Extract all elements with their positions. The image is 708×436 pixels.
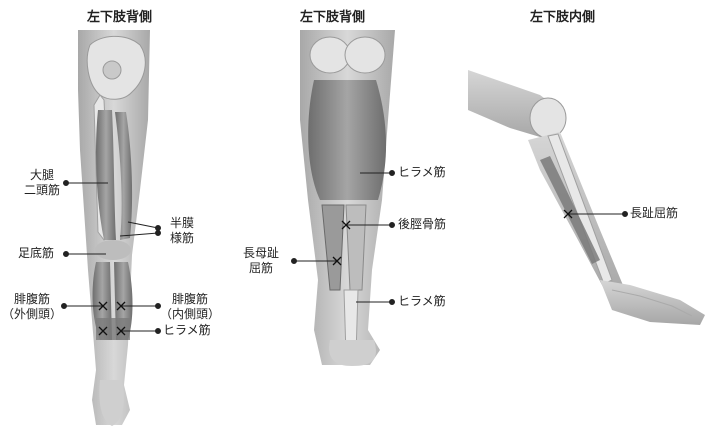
left-leg-illustration bbox=[78, 30, 150, 426]
label-fdl: 長趾屈筋 bbox=[630, 206, 678, 221]
label-gastroc-lateral-line2: （外側頭） bbox=[2, 307, 62, 322]
label-soleus-mid-lower: ヒラメ筋 bbox=[398, 294, 446, 309]
label-semimembranosus-line2: 様筋 bbox=[162, 231, 202, 246]
label-tibialis-posterior: 後脛骨筋 bbox=[398, 217, 446, 232]
label-fhl-line2: 屈筋 bbox=[236, 261, 286, 276]
middle-leg-illustration bbox=[300, 30, 395, 366]
label-soleus-left: ヒラメ筋 bbox=[163, 323, 211, 338]
label-biceps-femoris: 大腿 二頭筋 bbox=[20, 168, 64, 198]
panel-title-right: 左下肢内側 bbox=[530, 6, 595, 25]
label-soleus-mid-upper: ヒラメ筋 bbox=[398, 165, 446, 180]
label-gastroc-medial-line2: （内側頭） bbox=[160, 307, 220, 322]
label-biceps-femoris-line2: 二頭筋 bbox=[20, 183, 64, 198]
right-leg-illustration bbox=[468, 70, 705, 325]
label-plantaris: 足底筋 bbox=[18, 246, 54, 261]
panel-title-middle: 左下肢背側 bbox=[300, 6, 365, 25]
label-biceps-femoris-line1: 大腿 bbox=[20, 168, 64, 183]
label-fhl-line1: 長母趾 bbox=[236, 246, 286, 261]
label-fhl: 長母趾 屈筋 bbox=[236, 246, 286, 276]
label-semimembranosus: 半膜 様筋 bbox=[162, 216, 202, 246]
label-gastroc-lateral-line1: 腓腹筋 bbox=[2, 292, 62, 307]
label-semimembranosus-line1: 半膜 bbox=[162, 216, 202, 231]
label-gastroc-lateral: 腓腹筋 （外側頭） bbox=[2, 292, 62, 322]
label-gastroc-medial-line1: 腓腹筋 bbox=[160, 292, 220, 307]
panel-title-left: 左下肢背側 bbox=[87, 6, 152, 25]
label-gastroc-medial: 腓腹筋 （内側頭） bbox=[160, 292, 220, 322]
